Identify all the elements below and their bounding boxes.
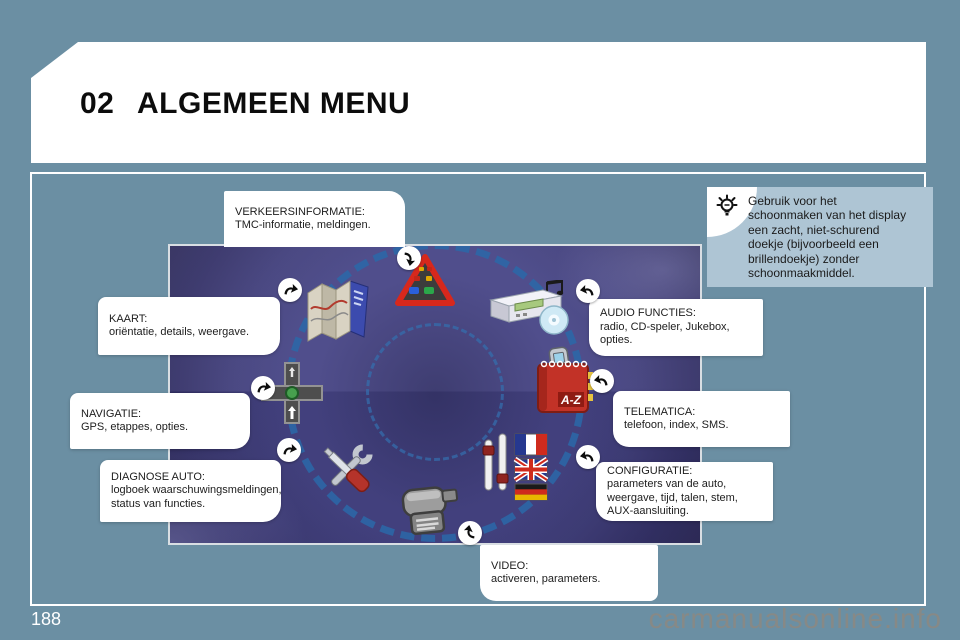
callout-telematica: TELEMATICA: telefoon, index, SMS.: [613, 391, 790, 447]
callout-desc: radio, CD-speler, Jukebox,: [600, 320, 730, 333]
arrow-badge-diagnose-auto: [277, 438, 301, 462]
callout-desc: activeren, parameters.: [491, 573, 601, 585]
callout-title: DIAGNOSE AUTO:: [111, 470, 205, 483]
tip-line: Gebruik voor het: [748, 194, 837, 208]
chapter-number: 02: [80, 87, 115, 120]
page-title: ALGEMEEN MENU: [137, 87, 411, 120]
content-frame: [30, 172, 926, 606]
map-icon: [307, 280, 369, 342]
callout-desc: weergave, tijd, talen, stem,: [607, 491, 738, 504]
curved-arrow-icon: [579, 450, 594, 462]
callout-desc: TMC-informatie, meldingen.: [235, 219, 371, 231]
arrow-badge-configuratie: [576, 445, 600, 469]
flag-uk: [513, 456, 549, 483]
callout-video: VIDEO: activeren, parameters.: [480, 545, 658, 601]
curved-arrow-icon: [404, 252, 416, 267]
callout-desc: status van functies.: [111, 497, 206, 510]
callout-title: VIDEO:: [491, 559, 529, 572]
phonebook-label: A-Z: [560, 393, 582, 407]
cd-player-icon: [489, 280, 569, 335]
page-number: 188: [31, 609, 62, 629]
curved-arrow-icon: [283, 443, 298, 455]
curved-arrow-icon: [593, 374, 608, 386]
callout-desc: AUX-aansluiting.: [607, 505, 689, 517]
dashed-ring-inner: [366, 323, 504, 461]
flags-sliders-icon: [482, 433, 549, 501]
tools-icon: [323, 444, 373, 493]
tip-line: doekje (bijvoorbeeld een: [748, 237, 879, 252]
flag-france: [514, 433, 548, 456]
callout-title: CONFIGURATIE:: [607, 464, 693, 477]
tip-line: schoonmaakmiddel.: [748, 266, 855, 281]
callout-desc: opties.: [600, 334, 633, 347]
callout-desc: GPS, etappes, opties.: [81, 421, 189, 433]
callout-desc: parameters van de auto,: [607, 478, 727, 490]
curved-arrow-icon: [463, 524, 475, 539]
callout-desc: telefoon, index, SMS.: [624, 419, 729, 431]
callout-desc: logboek waarschuwingsmeldingen,: [111, 484, 282, 497]
callout-kaart: KAART: oriëntatie, details, weergave.: [98, 297, 280, 355]
crossroad-icon: [261, 362, 323, 424]
callout-diagnose-auto: DIAGNOSE AUTO: logboek waarschuwingsmeld…: [100, 460, 282, 522]
tip-line: brillendoekje) zonder: [748, 251, 860, 266]
curved-arrow-icon: [257, 381, 272, 393]
chapter-banner: 02 ALGEMEEN MENU: [31, 42, 926, 163]
curved-arrow-icon: [284, 283, 299, 295]
arrow-badge-navigatie: [251, 376, 275, 400]
callout-audio-functies: AUDIO FUNCTIES: radio, CD-speler, Jukebo…: [589, 299, 763, 356]
watermark: carmanualsonline.info: [648, 603, 942, 634]
arrow-badge-audio-functies: [576, 279, 600, 303]
callout-title: VERKEERSINFORMATIE:: [235, 205, 365, 218]
callout-title: KAART:: [109, 312, 148, 325]
callout-title: TELEMATICA:: [624, 405, 696, 418]
callout-verkeersinformatie: VERKEERSINFORMATIE: TMC-informatie, meld…: [224, 191, 405, 247]
curved-arrow-icon: [579, 284, 594, 296]
phonebook-icon: A-Z: [537, 346, 593, 413]
tip-text: Gebruik voor het schoonmaken van het dis…: [748, 194, 930, 280]
lightbulb-icon: [716, 194, 738, 216]
callout-desc: oriëntatie, details, weergave.: [109, 326, 250, 338]
callout-configuratie: CONFIGURATIE: parameters van de auto, we…: [596, 462, 773, 521]
tip-line: een zacht, niet-schurend: [748, 222, 880, 237]
arrow-badge-kaart: [278, 278, 302, 302]
arrow-badge-verkeersinformatie: [397, 246, 421, 270]
cleaning-tip-note: Gebruik voor het schoonmaken van het dis…: [707, 187, 933, 287]
callout-navigatie: NAVIGATIE: GPS, etappes, opties.: [70, 393, 250, 449]
tip-line: schoonmaken van het display: [748, 208, 907, 223]
callout-title: AUDIO FUNCTIES:: [600, 307, 696, 320]
flag-germany: [514, 483, 548, 501]
callout-title: NAVIGATIE:: [81, 407, 142, 420]
arrow-badge-video: [458, 521, 482, 545]
arrow-badge-telematica: [590, 369, 614, 393]
video-camera-icon: [401, 486, 459, 536]
warning-triangle-icon: [395, 254, 455, 306]
